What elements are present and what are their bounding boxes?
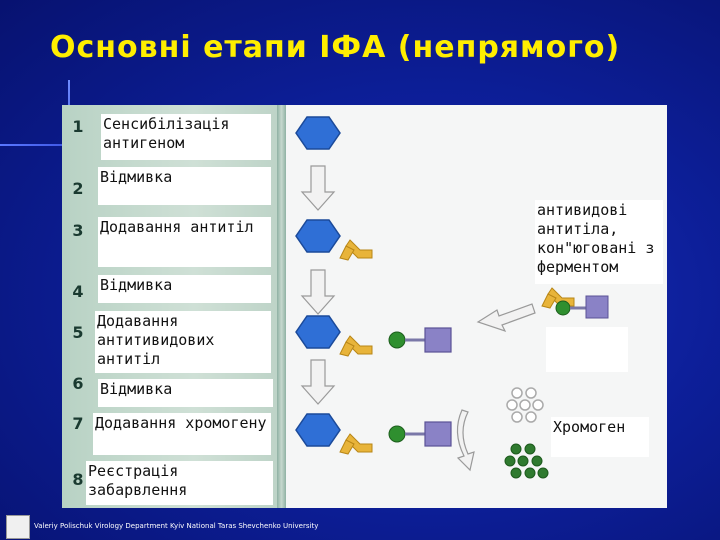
- chromogen-label: Хромоген: [551, 417, 649, 457]
- y-antibody-icon: [339, 335, 373, 357]
- hexagon-antigen-icon: [295, 315, 341, 349]
- step-label: Сенсибілізація антигеном: [101, 114, 271, 160]
- conjugate-label: антивидові антитіла, кон"юговані з ферме…: [535, 200, 663, 284]
- y-antibody-icon: [339, 433, 373, 455]
- free-conjugate: [541, 287, 609, 319]
- decorative-line: [0, 144, 120, 146]
- blank-box: [546, 327, 628, 372]
- step-label: Відмивка: [98, 379, 273, 407]
- step-number: 5: [72, 323, 84, 342]
- step-label: Реєстрація забарвлення: [86, 461, 273, 505]
- university-logo: [6, 515, 30, 539]
- page-title: Основні етапи ІФА (непрямого): [50, 30, 621, 65]
- step-number: 7: [72, 414, 84, 433]
- diagonal-arrow-icon: [476, 303, 536, 333]
- arrow-down-icon: [301, 359, 335, 405]
- enzyme-conjugate-icon: [387, 420, 453, 448]
- y-antibody-icon: [339, 239, 373, 261]
- step-number: 8: [72, 470, 84, 489]
- step-label: Відмивка: [98, 167, 271, 205]
- hexagon-antigen-icon: [295, 116, 341, 150]
- arrow-down-icon: [301, 165, 335, 211]
- enzyme-conjugate-icon: [387, 326, 453, 354]
- step-number: 6: [72, 374, 84, 393]
- step-label: Додавання хромогену: [93, 413, 271, 455]
- arrow-down-icon: [301, 269, 335, 315]
- step-number: 4: [72, 282, 84, 301]
- hexagon-antigen-icon: [295, 219, 341, 253]
- hexagon-antigen-icon: [295, 413, 341, 447]
- step-number: 2: [72, 179, 84, 198]
- column-divider: [277, 105, 286, 508]
- colored-product-icon: [504, 443, 549, 479]
- step-label: Додавання антитивидових антитіл: [95, 311, 271, 373]
- curved-arrow-icon: [456, 409, 475, 472]
- step-label: Додавання антитіл: [98, 217, 271, 267]
- footer-credit: Valeriy Polischuk Virology Department Ky…: [34, 522, 319, 530]
- step-label: Відмивка: [98, 275, 271, 303]
- step-number: 3: [72, 221, 84, 240]
- step-number: 1: [72, 117, 84, 136]
- chromogen-substrate-icon: [506, 387, 544, 423]
